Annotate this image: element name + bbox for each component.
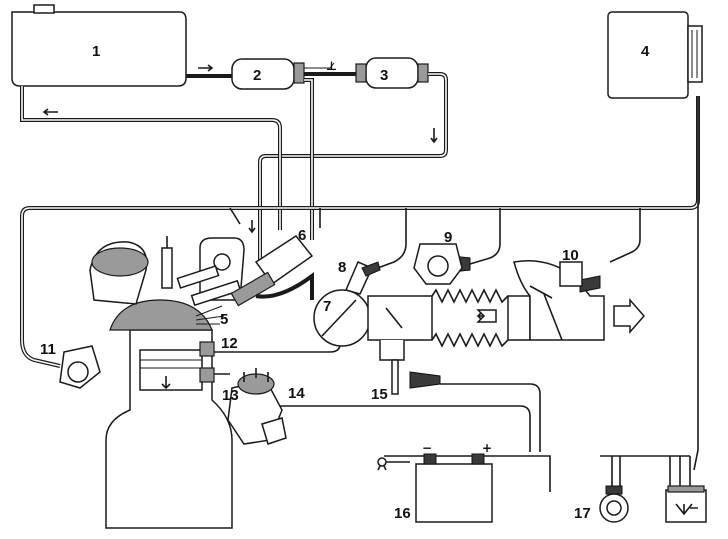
label-6: 6: [298, 227, 306, 244]
ignition-switch: [599, 485, 629, 523]
label-8: 8: [338, 259, 346, 276]
label-14: 14: [288, 385, 305, 402]
fuel-pump: [231, 58, 305, 90]
relay-box: [665, 485, 707, 523]
part-labels: 1 2 3 4 5 6 7 8 9 10 11 12 13 14 15 16 1…: [40, 43, 650, 522]
wiring-harness: [20, 96, 700, 492]
fuel-filter: [355, 57, 429, 89]
label-13: 13: [222, 387, 239, 404]
label-15: 15: [371, 386, 388, 403]
label-11: 11: [40, 341, 56, 358]
ground-symbol: ⊥: [326, 59, 337, 73]
intake-duct: [367, 259, 645, 361]
label-5: 5: [220, 311, 228, 328]
label-10: 10: [562, 247, 579, 264]
battery-plus-label: +: [482, 441, 492, 455]
battery-minus-label: −: [422, 441, 432, 455]
fuel-tank: [11, 4, 187, 87]
label-16: 16: [394, 505, 411, 522]
label-9: 9: [444, 229, 452, 246]
control-unit: [607, 11, 703, 99]
connectors: [59, 243, 601, 395]
label-1: 1: [92, 43, 100, 60]
distributor: [227, 368, 287, 445]
battery: [377, 453, 493, 523]
injectors: [161, 236, 242, 325]
label-2: 2: [253, 67, 261, 84]
label-4: 4: [641, 43, 650, 60]
flow-arrows: [42, 64, 438, 234]
pressure-regulator: [230, 235, 314, 307]
label-12: 12: [221, 335, 238, 352]
label-17: 17: [574, 505, 591, 522]
fuel-lines: [20, 62, 448, 262]
label-7: 7: [323, 298, 331, 315]
label-3: 3: [380, 67, 388, 84]
